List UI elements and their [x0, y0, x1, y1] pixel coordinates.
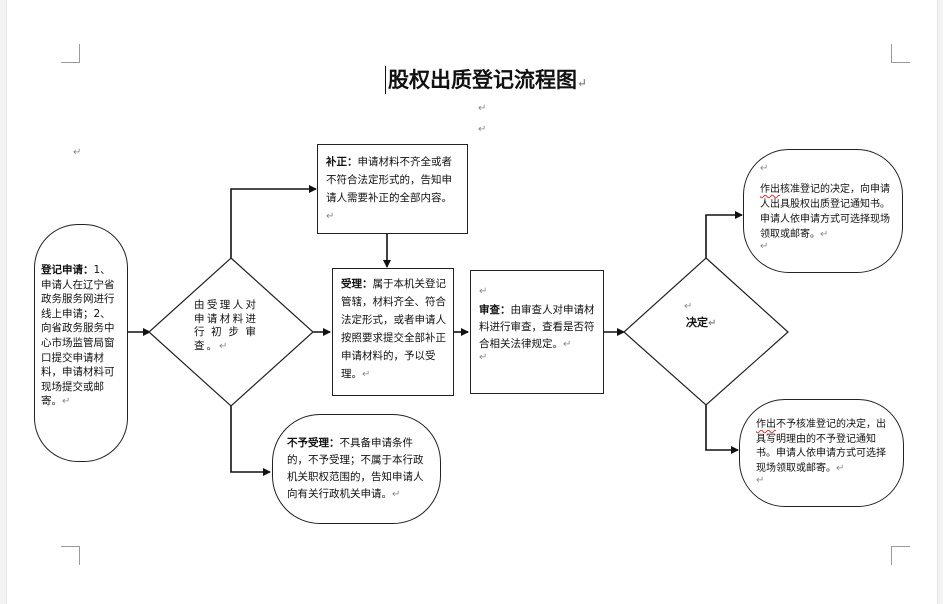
arrow-decision-to-approve — [705, 211, 743, 258]
margin-corner-top-right — [891, 44, 910, 63]
deny-node: 作出不予核准登记的决定，出具写明理由的不予登记通知书。申请人依申请方式可选择现场… — [739, 399, 904, 507]
reject-node: 不予受理：不具备申请条件的，不予受理；不属于本行政机关职权范围的，告知申请人向有… — [272, 414, 441, 524]
register-application-node: 登记申请：1、申请人在辽宁省政务服务网进行线上申请；2、向省政务服务中心市场监管… — [34, 224, 128, 462]
approve-node: ↵ 作出核准登记的决定，向申请人出具股权出质登记通知书。申请人依申请方式可选择现… — [743, 149, 903, 273]
decision-diamond — [623, 257, 789, 406]
arrow-decision-to-deny — [705, 405, 739, 454]
accept-node: 受理：属于本机关登记管辖，材料齐全、符合法定形式，或者申请人按照要求提交全部补正… — [332, 268, 454, 396]
arrow-prelim-to-supplement — [230, 185, 317, 258]
prelim-review-diamond — [148, 257, 314, 407]
paragraph-mark: ↵ — [478, 124, 487, 135]
arrow-prelim-to-reject — [230, 406, 271, 476]
margin-corner-top-left — [61, 44, 80, 63]
margin-corner-bottom-left — [61, 546, 80, 565]
page-title: 股权出质登记流程图↵ — [385, 66, 587, 94]
supplement-node: 补正：申请材料不齐全或者不符合法定形式的，告知申请人需要补正的全部内容。↵ — [317, 144, 468, 234]
paragraph-mark: ↵ — [73, 147, 82, 158]
decision-text: 决定↵ — [686, 316, 717, 329]
paragraph-mark: ↵ — [478, 103, 487, 114]
prelim-review-text: 由受理人对申请材料进行初步审查。↵ — [194, 299, 258, 352]
review-node: ↵ 审查：由审查人对申请材料进行审查，查看是否符合相关法律规定。↵ ↵ — [470, 270, 604, 394]
margin-corner-bottom-right — [891, 546, 910, 565]
paragraph-mark: ↵ — [684, 301, 693, 312]
